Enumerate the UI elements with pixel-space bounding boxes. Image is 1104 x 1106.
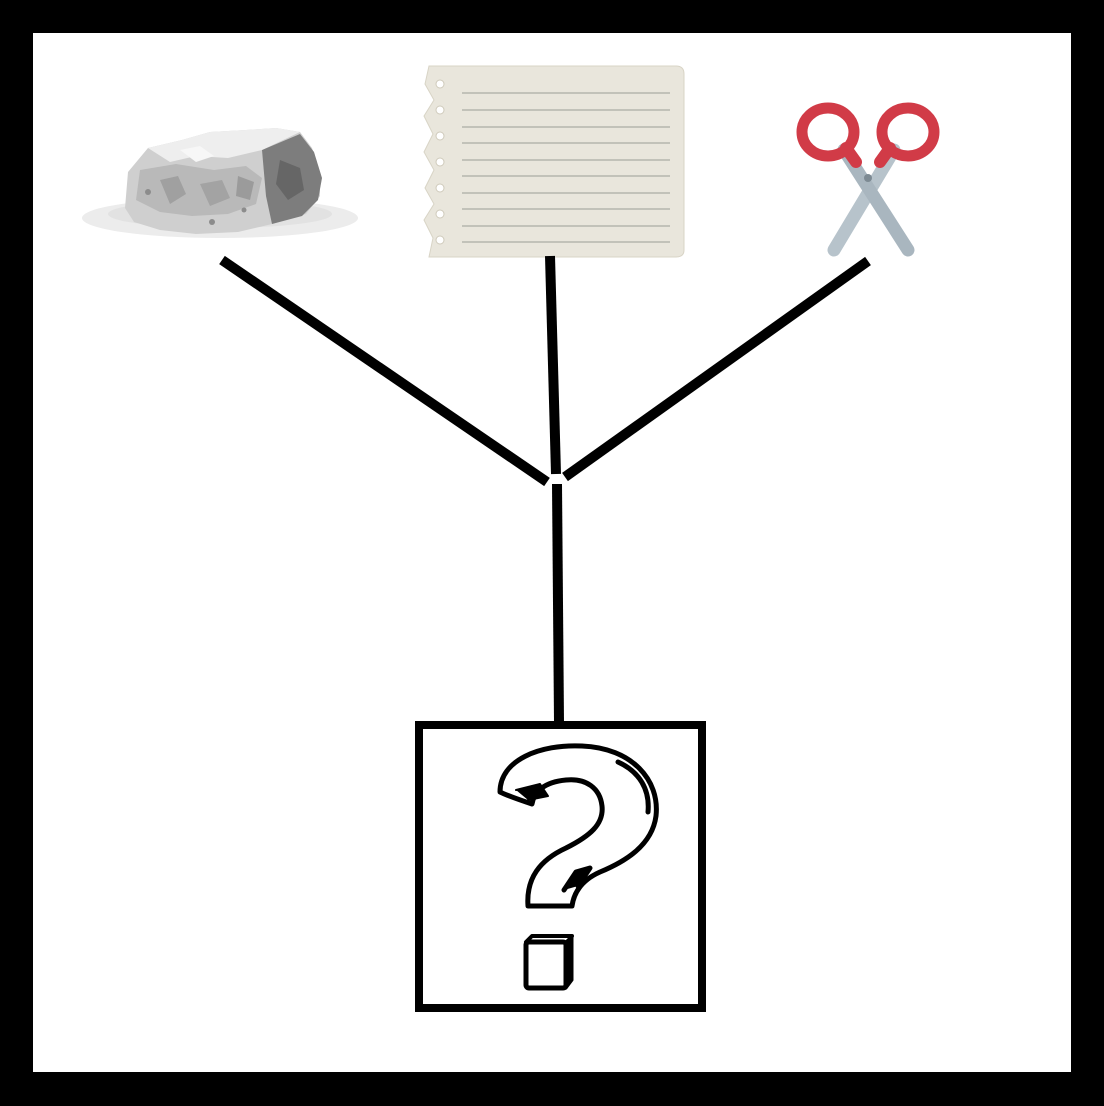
connector-paper (545, 255, 561, 475)
connectors (219, 255, 871, 723)
connector-output (552, 483, 564, 723)
connector-rock (219, 255, 550, 487)
paper-icon (423, 65, 685, 258)
rock-icon (82, 128, 358, 238)
connector-scissors (562, 256, 871, 482)
scissors-icon (796, 102, 940, 257)
question-mark-icon (497, 743, 659, 991)
